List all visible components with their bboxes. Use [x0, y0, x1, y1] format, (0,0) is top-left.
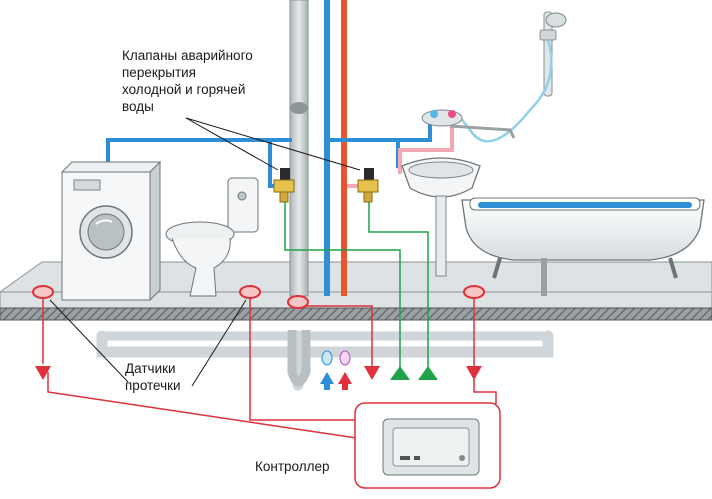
valves-label: Клапаны аварийного перекрытия холодной и…: [122, 47, 253, 115]
controller-unit-icon: [382, 418, 480, 476]
valve-control-wires: [284, 202, 429, 370]
water-inlet-markers: [320, 350, 352, 390]
sensors-label-line-2: протечки: [125, 378, 181, 393]
valves-label-line-2: перекрытия: [122, 65, 196, 80]
valves-label-line-1: Клапаны аварийного: [122, 48, 253, 63]
sensors-label: Датчики протечки: [125, 360, 181, 394]
shower: [457, 11, 567, 143]
valves-label-line-3: холодной и горячей: [122, 82, 246, 97]
cold-water-valve: [273, 168, 295, 203]
bathtub: [461, 197, 705, 296]
valve-pointer-lines: [185, 117, 361, 171]
valves-label-line-4: воды: [122, 99, 154, 114]
sensor-wires: [42, 296, 497, 441]
hot-water-valve: [357, 168, 379, 203]
cold-water-lines: [106, 120, 432, 188]
controller-label: Контроллер: [255, 459, 330, 474]
main-riser-pipes: [289, 0, 347, 297]
sensor-arrows: [35, 366, 482, 380]
sensor-pointer-lines: [49, 299, 247, 387]
valve-arrows: [390, 366, 438, 380]
faucet: [421, 109, 516, 139]
sensors-label-line-1: Датчики: [125, 361, 176, 376]
trap-u: [287, 330, 311, 387]
washing-machine: [60, 160, 162, 302]
leak-sensor-icon: [32, 285, 485, 309]
toilet: [165, 177, 259, 297]
sink: [401, 157, 481, 277]
